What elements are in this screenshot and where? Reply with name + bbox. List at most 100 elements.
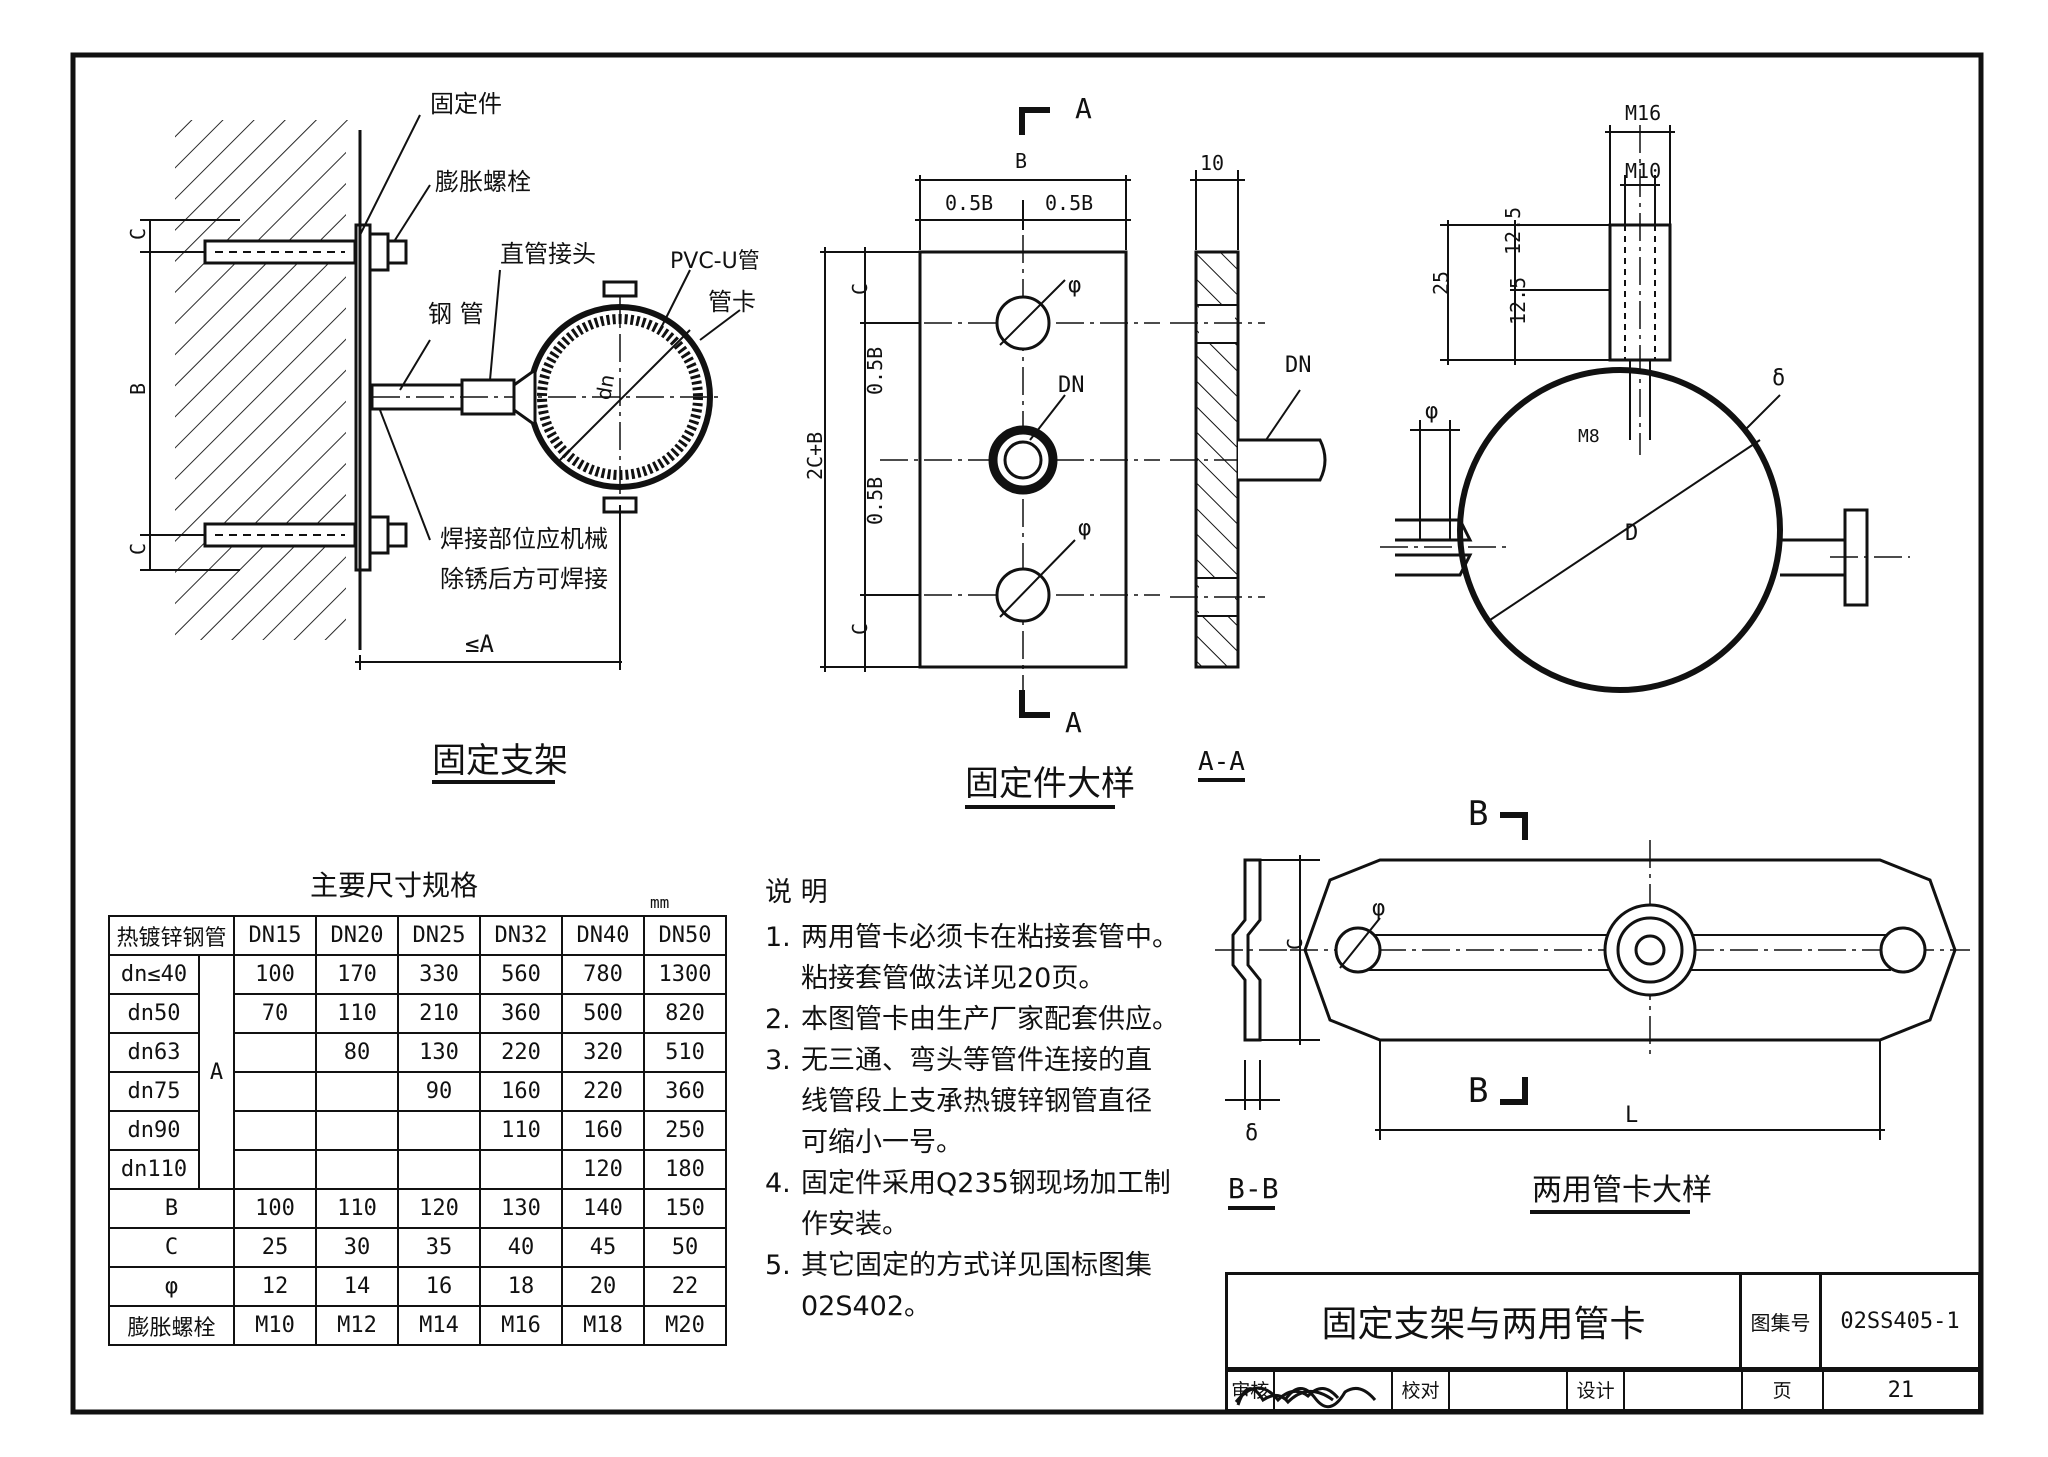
phi-top-label: φ [1068,273,1081,298]
sheet-border [70,52,1984,1415]
table-cell: 80 [315,1032,399,1073]
table-cell: 360 [479,993,563,1034]
table-cell [233,1110,317,1151]
note-line: 无三通、弯头等管件连接的直 [801,1045,1152,1076]
page-label: 页 [1743,1370,1824,1412]
note-body: 固定件采用Q235钢现场加工制作安装。 [801,1163,1171,1245]
pvc-pipe-label: PVC-U管 [670,249,760,274]
table-cell: 50 [643,1227,727,1268]
dn-label: dn [591,373,619,402]
table-cell [315,1149,399,1190]
table-cell: 22 [643,1266,727,1307]
table-cell: 180 [643,1149,727,1190]
note-body: 两用管卡必须卡在粘接套管中。粘接套管做法详见20页。 [801,917,1179,999]
note-number: 3. [765,1045,791,1076]
table-row-label: 膨胀螺栓 [108,1305,235,1346]
table-row-label: B [108,1188,235,1229]
design-signature-mark [1236,1387,1334,1406]
check-signature-mark [1234,1386,1340,1403]
table-row-label: φ [108,1266,235,1307]
dim-half-v-2: 0.5B [863,477,887,525]
fixing-detail-view [820,107,1160,809]
note-number: 2. [765,1004,791,1035]
dim-12-5-b: 12.5 [1506,277,1530,325]
table-row-label: dn50 [108,993,200,1034]
fixed-bracket-title: 固定支架 [432,741,568,781]
note-item: 2. 本图管卡由生产厂家配套供应。 [765,999,1185,1040]
fixed-bracket-view: dn [140,114,741,784]
table-cell: 220 [561,1071,645,1112]
title-block: 固定支架与两用管卡 图集号 02SS405-1 审核 校对 设计 页 21 [1225,1272,1981,1412]
table-cell: 20 [561,1266,645,1307]
table-cell: 110 [479,1110,563,1151]
check-signature [1234,1370,1569,1412]
table-cell [233,1071,317,1112]
spec-table-title: 主要尺寸规格 [310,869,478,902]
dim-half-b-1: 0.5B [945,191,993,215]
weld-note-line1: 焊接部位应机械 [440,525,608,553]
steel-pipe-label: 钢 管 [428,300,484,328]
table-cell: 40 [479,1227,563,1268]
table-cell: M16 [479,1305,563,1346]
dn-top-label: DN [1058,373,1085,398]
table-cell: M20 [643,1305,727,1346]
section-a-mark-top: A [1075,92,1092,125]
table-cell: 1300 [643,954,727,995]
table-row-label: dn90 [108,1110,200,1151]
table-cell: 140 [561,1188,645,1229]
table-row-label: dn110 [108,1149,200,1190]
table-cell [397,1149,481,1190]
table-cell: 500 [561,993,645,1034]
table-cell: 780 [561,954,645,995]
note-body: 本图管卡由生产厂家配套供应。 [801,999,1179,1040]
dim-m16: M16 [1625,101,1661,125]
dim-half-v-1: 0.5B [863,347,887,395]
table-cell [397,1110,481,1151]
table-cell: 45 [561,1227,645,1268]
table-cell: 510 [643,1032,727,1073]
plate-hole-right [1879,926,1927,974]
table-column-header: DN15 [233,915,317,956]
table-cell: 110 [315,1188,399,1229]
table-column-header: DN20 [315,915,399,956]
table-cell: 130 [397,1032,481,1073]
table-cell: 90 [397,1071,481,1112]
table-cell: 120 [397,1188,481,1229]
fixing-piece-label: 固定件 [430,90,502,118]
dim-phi-clamp: φ [1372,896,1385,921]
section-b-mark-top: B [1468,794,1488,834]
dim-c-top: C [126,228,150,240]
table-cell: M14 [397,1305,481,1346]
page-number: 21 [1887,1378,1915,1403]
table-row-label: dn63 [108,1032,200,1073]
dim-c-top-v: C [848,283,872,295]
table-column-header: DN40 [561,915,645,956]
table-row-label: C [108,1227,235,1268]
note-line: 02S402。 [801,1291,932,1322]
table-cell: 16 [397,1266,481,1307]
spec-table-unit: mm [650,893,669,912]
dim-phi-ring: φ [1425,399,1438,424]
clamp-ring [1457,367,1783,693]
atlas-label: 图集号 [1750,1310,1811,1335]
note-number: 1. [765,922,791,953]
table-cell: 130 [479,1188,563,1229]
drawing-title: 固定支架与两用管卡 [1321,1304,1646,1345]
table-a-label: A [198,954,235,1190]
note-item: 3.无三通、弯头等管件连接的直线管段上支承热镀锌钢管直径可缩小一号。 [765,1040,1185,1163]
clamp-ring-view [1380,125,1910,693]
dim-half-b-2: 0.5B [1045,191,1093,215]
note-item: 1. 两用管卡必须卡在粘接套管中。粘接套管做法详见20页。 [765,917,1185,999]
table-cell: 320 [561,1032,645,1073]
wall-plate [354,223,372,572]
section-dn-label: DN [1285,353,1312,378]
table-cell: 14 [315,1266,399,1307]
dim-l: L [1625,1103,1638,1128]
